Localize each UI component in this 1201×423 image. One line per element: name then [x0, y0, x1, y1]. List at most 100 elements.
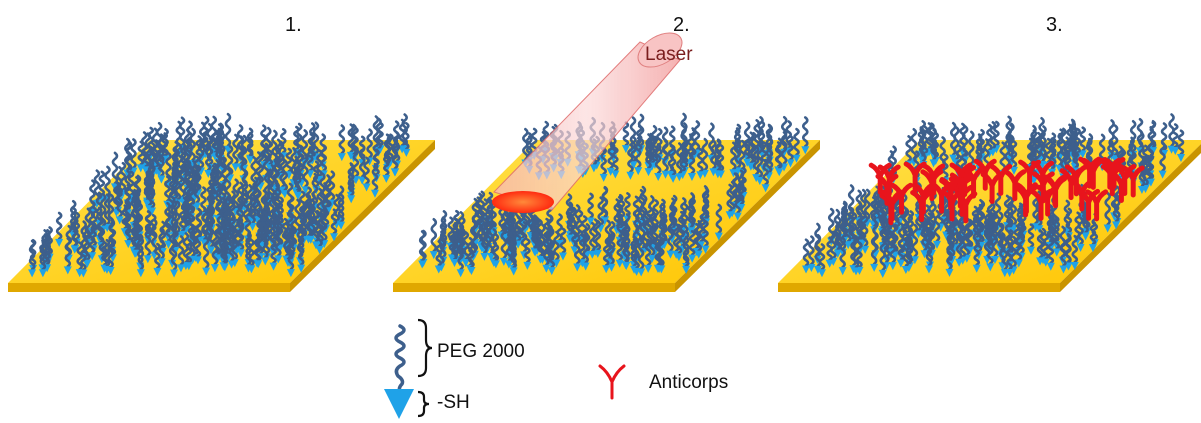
laser-spot — [492, 191, 554, 213]
peg-molecule — [115, 186, 124, 225]
peg-molecule — [467, 241, 476, 275]
antibody-layer-3 — [868, 156, 1145, 226]
peg-molecule — [329, 208, 338, 242]
peg-molecule — [297, 235, 306, 273]
peg-molecule — [888, 234, 897, 271]
peg-layer-3 — [802, 113, 1186, 278]
peg-molecule — [687, 146, 696, 181]
peg-molecule — [733, 184, 742, 221]
peg-molecule — [586, 192, 595, 226]
antibody-molecule — [1003, 169, 1027, 202]
legend-antibody-label: Anticorps — [649, 372, 729, 393]
peg-molecule — [280, 159, 289, 199]
peg-molecule — [581, 231, 590, 271]
peg-molecule — [207, 215, 216, 255]
peg-molecule — [418, 230, 427, 269]
antibody-molecule — [1064, 164, 1088, 197]
peg-molecule — [499, 225, 508, 266]
peg-molecule — [202, 236, 211, 276]
peg-molecule — [878, 237, 887, 278]
peg-molecule — [362, 156, 371, 192]
antibody-molecule — [1043, 174, 1067, 207]
peg-molecule — [124, 212, 133, 249]
peg-legend-icon — [394, 324, 406, 394]
peg-molecule — [509, 239, 518, 276]
peg-molecule — [634, 136, 643, 176]
peg-molecule — [775, 137, 784, 177]
peg-molecule — [1070, 234, 1079, 271]
peg-molecule — [286, 236, 295, 278]
peg-molecule — [838, 236, 847, 276]
peg-molecule — [891, 223, 900, 260]
peg-molecule — [246, 131, 255, 165]
peg-molecule — [990, 223, 999, 264]
peg-molecule — [786, 134, 795, 168]
peg-molecule — [870, 230, 879, 272]
peg-molecule — [63, 237, 72, 275]
peg-molecule — [176, 235, 185, 273]
peg-molecule — [337, 193, 346, 230]
peg-molecule — [901, 236, 910, 275]
peg-molecule — [644, 238, 653, 273]
peg-molecule — [558, 227, 567, 261]
peg-molecule — [725, 183, 734, 220]
laser-label: Laser — [645, 44, 693, 65]
peg-molecule — [248, 192, 257, 231]
peg-molecule — [657, 237, 666, 274]
peg-molecule — [920, 221, 929, 259]
peg-molecule — [269, 239, 278, 271]
antibody-molecule — [1077, 188, 1101, 221]
peg-molecule — [729, 141, 738, 178]
peg-molecule — [588, 221, 597, 259]
peg-molecule — [402, 122, 411, 157]
peg-molecule — [170, 237, 179, 278]
peg-molecule — [675, 142, 684, 182]
peg-molecule — [456, 240, 465, 278]
peg-molecule — [157, 227, 166, 267]
peg-molecule — [755, 144, 764, 186]
peg-molecule — [716, 144, 725, 179]
peg-molecule — [714, 203, 723, 241]
peg-molecule — [666, 218, 675, 259]
peg-molecule — [615, 234, 624, 268]
peg-molecule — [701, 220, 710, 254]
peg-molecule — [220, 238, 229, 272]
peg-molecule — [1137, 155, 1146, 194]
peg-molecule — [1064, 234, 1073, 271]
peg-molecule — [1158, 141, 1167, 179]
peg-molecule — [504, 230, 513, 269]
peg-molecule — [70, 217, 79, 254]
peg-molecule — [761, 158, 770, 193]
antibody-molecule — [880, 189, 904, 222]
peg-molecule — [629, 136, 638, 170]
peg-molecule — [261, 227, 270, 266]
peg-molecule — [370, 162, 379, 198]
gold-plate-side-edge — [1060, 143, 1201, 292]
peg-molecule — [1046, 238, 1055, 271]
peg-molecule — [945, 239, 954, 277]
peg-molecule — [390, 136, 399, 177]
gold-plate-side-edge — [290, 140, 435, 292]
antibody-molecule — [1102, 157, 1126, 190]
peg-molecule — [153, 242, 162, 276]
peg-molecule — [164, 212, 173, 249]
peg-molecule — [79, 244, 88, 278]
peg-molecule — [611, 146, 620, 179]
peg-molecule — [231, 133, 240, 172]
legend-peg-label: PEG 2000 — [437, 341, 525, 362]
peg-molecule — [1177, 129, 1186, 162]
peg-molecule — [573, 233, 582, 272]
peg-molecule — [833, 221, 842, 258]
peg-molecule — [1111, 124, 1120, 164]
peg-molecule — [674, 223, 683, 262]
peg-molecule — [315, 213, 324, 254]
peg-molecule — [106, 238, 115, 276]
peg-molecule — [817, 243, 826, 278]
gold-plate-side-edge — [675, 140, 820, 292]
peg-layer-1 — [28, 112, 411, 278]
gold-plate-front-edge — [778, 283, 1060, 292]
peg-molecule — [932, 209, 941, 249]
peg-molecule — [924, 234, 933, 274]
